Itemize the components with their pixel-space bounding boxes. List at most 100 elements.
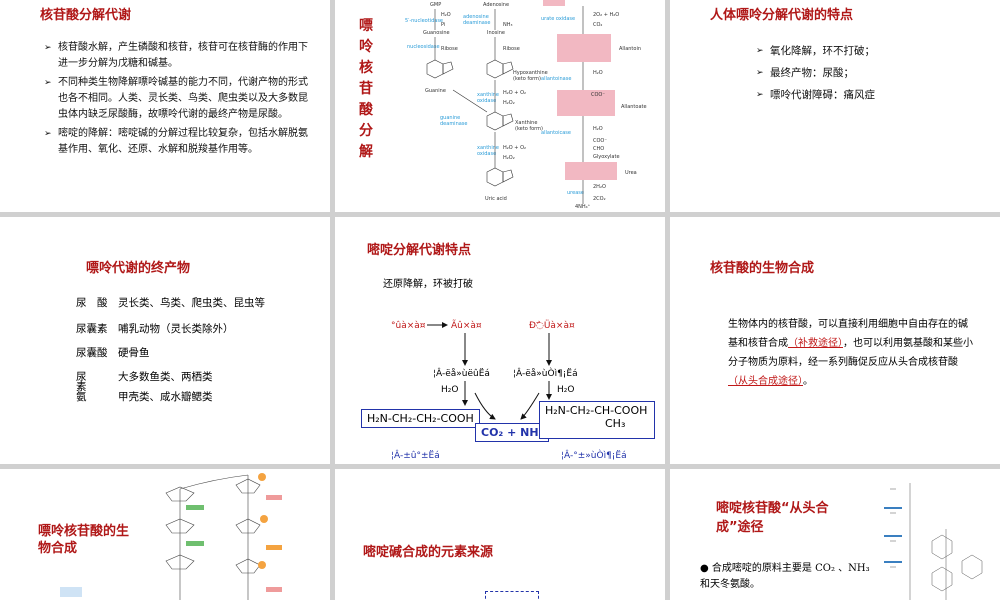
row-value: 大多数鱼类、两栖类 [118,371,213,383]
slide-1-bullets: 核苷酸水解，产生磷酸和核苷，核苷可在核苷酶的作用下进一步分解为戊糖和碱基。 不同… [44,40,314,161]
beta-alanine-box: H₂N-CH₂-CH₂-COOH [361,409,480,428]
slide-2[interactable]: 嘌呤核苷酸分解 GMP Adenosine H₂O 5′-nucleotidas… [335,0,665,212]
label-glyoxylate: Glyoxylate [593,154,620,160]
enzyme-urate-oxidase: urate oxidase [541,16,576,22]
slide-3[interactable]: 人体嘌呤分解代谢的特点 氧化降解，环不打破； 最终产物：尿酸； 嘌呤代谢障碍：痛… [670,0,1000,212]
label-uric-acid: Uric acid [485,196,507,202]
s3-bullet-2: 最终产物：尿酸； [756,64,976,83]
slide-3-bullets: 氧化降解，环不打破； 最终产物：尿酸； 嘌呤代谢障碍：痛风症 [756,42,976,108]
urate-pathway-arrows [582,6,584,204]
label-co2a: CO₂ [593,22,603,28]
beta-aminoisobutyrate-box: H₂N-CH₂-CH-COOH CH₃ [539,401,655,439]
text-part-1: 生物体内的核苷酸，可以直接利用细胞中自由存在的碱基和核苷合成 [728,319,968,349]
enzyme-xanthine-oxidase-2: xanthine oxidase [477,145,499,157]
slide-6-text: 生物体内的核苷酸，可以直接利用细胞中自由存在的碱基和核苷合成（补救途径），也可以… [728,315,976,391]
slide-3-title: 人体嘌呤分解代谢的特点 [710,8,854,23]
label-guanosine: Guanosine [423,30,450,36]
label-guanine: Guanine [425,88,446,94]
label-right-top: Ð߯Üà×à¤ [529,321,575,331]
s3-bullet-1: 氧化降解，环不打破； [756,42,976,61]
row-key: 尿囊素 [76,323,108,335]
slide-2-vertical-title: 嘌呤核苷酸分解 [359,18,373,160]
slide-4-title: 嘌呤代谢的终产物 [86,261,191,276]
endproduct-row-3: 尿囊酸硬骨鱼 [76,345,150,360]
label-o2-2: H₂O + O₂ [503,145,527,151]
label-bottom-right: ¦Â-°±»ùÒì¶¡Ëá [561,451,627,461]
row-value: 哺乳动物（灵长类除外） [118,323,234,335]
co2-nh3-box: CO₂ + NH₃ [475,423,550,442]
label-nh4: 4NH₄⁺ [575,204,591,210]
enzyme-nucleosidase: nucleosidase [407,44,440,50]
label-pi: Pi [441,22,446,28]
label-h2o-2: H₂O [593,70,603,76]
allantoate-highlight [557,90,615,116]
box-formula: H₂N-CH₂-CH-COOH [545,404,648,417]
label-urea: Urea [625,170,637,176]
enzyme-nucleotidase: 5′-nucleotidase [405,18,444,24]
slide-1-title: 核苷酸分解代谢 [40,8,132,23]
label-cho: CHO [593,146,605,152]
s3-bullet-3: 嘌呤代谢障碍：痛风症 [756,86,976,105]
slide-9-bullet: ● 合成嘧啶的原料主要是 CO₂ 、NH₃ 和天冬氨酸。 [700,561,880,593]
label-ribose-1: Ribose [441,46,458,52]
bullet-3: 嘧啶的降解：嘧啶碱的分解过程比较复杂，包括水解脱氨基作用、氧化、还原、水解和脱羧… [44,126,314,158]
endproduct-row-6: 氨甲壳类、咸水瓣鳃类 [76,389,213,404]
row-key: 尿囊酸 [76,347,108,359]
label-right-mid: ¦Â-ëå»ùÒì¶¡Ëá [513,369,578,379]
enzyme-allantoicase: allantoicase [541,130,571,136]
label-gmp: GMP [430,2,442,8]
slide-9[interactable]: 嘧啶核苷酸“从头合成”途径 ● 合成嘧啶的原料主要是 CO₂ 、NH₃ 和天冬氨… [670,469,1000,600]
label-xanthine: Xanthine (keto form) [515,120,543,132]
label-h2o2-2: H₂O₂ [503,155,515,161]
endproduct-row-2: 尿囊素哺乳动物（灵长类除外） [76,321,234,336]
label-allantoin: Allantoin [619,46,642,52]
enzyme-xanthine-oxidase-1: xanthine oxidase [477,92,499,104]
row-key: 素 [76,381,87,393]
label-h2o2b: 2H₂O [593,184,606,190]
purine-structures [426,9,514,187]
salvage-pathway-label: （补救途径） [788,338,843,349]
row-key: 尿 酸 [76,297,108,309]
enzyme-allantoinase: allantoinase [541,76,572,82]
row-key: 氨 [76,391,87,403]
bullet-2: 不同种类生物降解嘌呤碱基的能力不同，代谢产物的形式也各不相同。人类、灵长类、鸟类… [44,75,314,123]
enzyme-adenosine-deaminase: adenosine deaminase [463,14,491,26]
slide-5[interactable]: 嘧啶分解代谢特点 还原降解，环被打破 °ûà×à¤ Ãû×à¤ Ð߯Üà×à¤ … [335,217,665,464]
label-o2-1: H₂O + O₂ [503,90,527,96]
label-left-top: °ûà×à¤ [391,321,426,331]
pyrimidine-synthesis-diagram [884,483,983,600]
label-left-mid: ¦Â-ëå»ùëûËá [433,369,490,379]
slide-9-title: 嘧啶核苷酸“从头合成”途径 [716,501,829,535]
label-h2o-1: H₂O [441,12,451,18]
slide-6-title: 核苷酸的生物合成 [710,261,815,276]
endproduct-row-1: 尿 酸灵长类、鸟类、爬虫类、昆虫等 [76,295,265,310]
text-part-5: 。 [803,376,813,387]
label-left-top-2: Ãû×à¤ [451,321,482,331]
enzyme-urease: urease [567,190,584,196]
label-nh3: NH₃ [503,22,513,28]
pyrimidine-arrows [427,322,552,420]
slide-7[interactable]: 嘌呤核苷酸的生物合成 CO₂ [0,469,330,600]
label-o2b: 2O₂ + H₂O [593,12,620,18]
slide-7-title: 嘌呤核苷酸的生物合成 [38,524,130,556]
label-coo-2: COO⁻ [593,138,608,144]
urea-highlight [565,162,617,180]
text-part-3: ，也可以利用氨基酸和某些小分子物质为原料，经一系列酶促反应从头合成核苷酸 [728,338,973,368]
de-novo-pathway-label: （从头合成途径） [728,376,803,387]
enzyme-guanine-deaminase: guanine deaminase [440,115,468,127]
bullet-dot: ● [700,563,709,574]
slide-8[interactable]: 嘧啶碱合成的元素来源 [335,469,665,600]
label-coo: COO⁻ [591,92,606,98]
slide-1[interactable]: 核苷酸分解代谢 核苷酸水解，产生磷酸和核苷，核苷可在核苷酶的作用下进一步分解为戊… [0,0,330,212]
label-ribose-2: Ribose [503,46,520,52]
row-value: 硬骨鱼 [118,347,150,359]
slide-4[interactable]: 嘌呤代谢的终产物 尿 酸灵长类、鸟类、爬虫类、昆虫等 尿囊素哺乳动物（灵长类除外… [0,217,330,464]
label-h2o-right: H₂O [557,385,575,395]
label-adenosine: Adenosine [483,2,510,8]
slide-6[interactable]: 核苷酸的生物合成 生物体内的核苷酸，可以直接利用细胞中自由存在的碱基和核苷合成（… [670,217,1000,464]
dashed-box [485,591,539,600]
label-hypoxanthine: Hypoxanthine (keto form) [513,70,548,82]
label-h2o-left: H₂O [441,385,459,395]
slide-8-title: 嘧啶碱合成的元素来源 [363,545,494,560]
purine-synthesis-diagram [60,473,282,600]
